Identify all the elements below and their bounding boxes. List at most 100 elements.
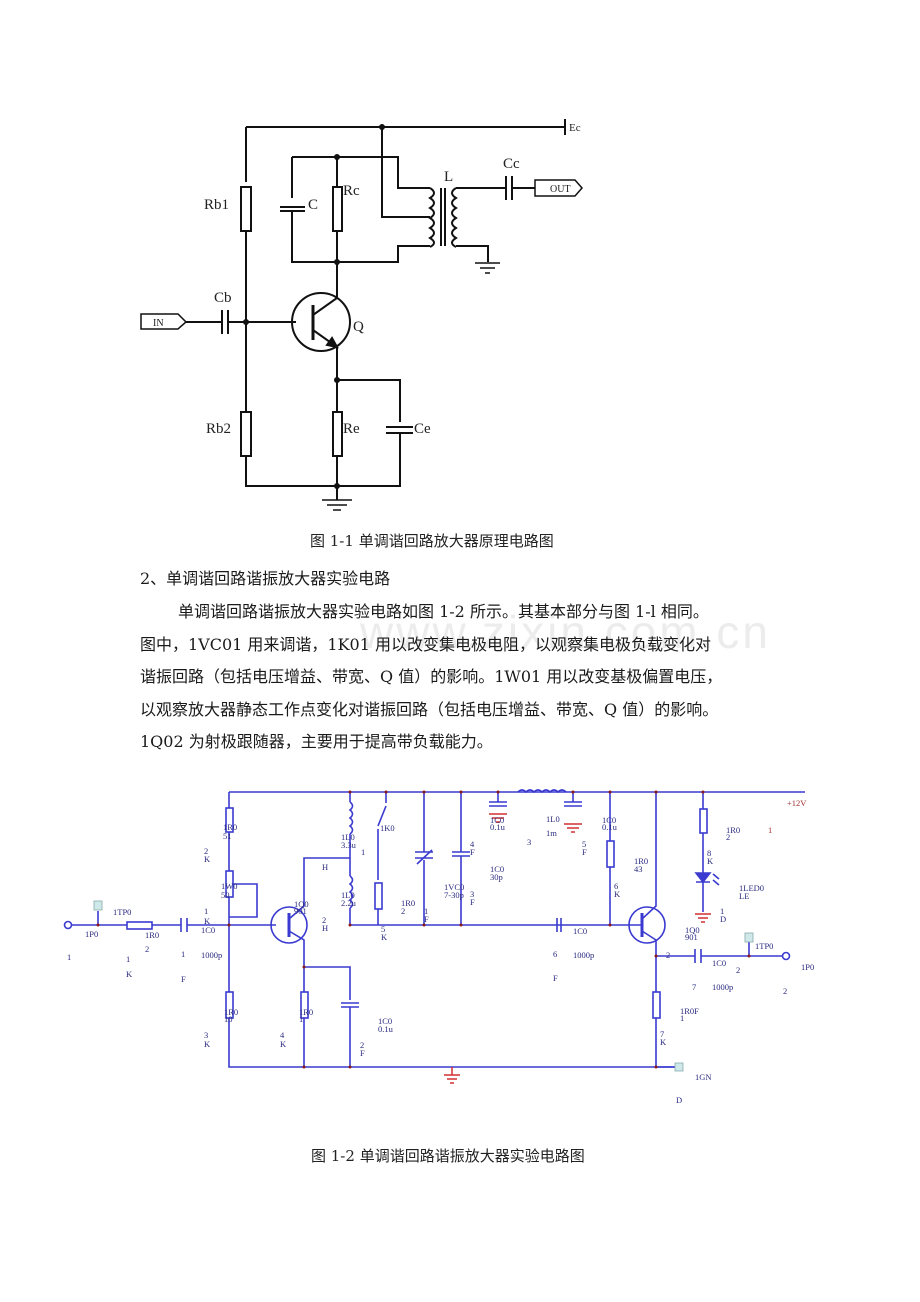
paragraph-line: 1Q02 为射极跟随器，主要用于提高带负载能力。 [140,732,493,752]
c07-pin: 2 [736,965,740,975]
q02-value: 901 [685,932,698,942]
led-ref: 1LED0 [739,883,764,893]
ground-symbol [564,823,582,833]
r-in-ref: 1R0 [145,930,159,940]
r-led-ref: 1R0 [726,825,740,835]
c-30p-unit: F [470,897,475,907]
out-port [534,179,583,197]
tp01-testpoint [93,900,103,911]
c05-unit: F [582,847,587,857]
c01-pin: 1 [181,949,185,959]
paragraph-line: 图中，1VC01 用来调谐，1K01 用以改变集电极电阻，以观察集电极负载变化对 [140,634,712,654]
c07-ref: 1C0 [712,958,726,968]
c06-unit: F [553,973,558,983]
l01-inductor [348,801,354,835]
c-e-ref: 1C0 [378,1016,392,1026]
r-led-pin2: 1 [768,825,772,835]
l02-unit: H [322,923,328,933]
c07-pin2: 7 [692,982,696,992]
l02-ref: 1L0 [341,890,355,900]
r02-resistor [374,882,383,910]
ground-symbol [489,813,507,823]
r-led-value: 2 [726,832,730,842]
vc01-ref: 1VC0 [444,882,464,892]
ce-capacitor [386,426,413,434]
l03-pin: 3 [527,837,531,847]
r43-unit: K [614,889,621,899]
p01-connector [63,920,73,930]
label-out: OUT [550,184,571,195]
l03-inductor [517,789,567,794]
r-led-unit: K [707,856,714,866]
label-rb1: Rb1 [204,197,229,213]
q02-emitter-pin: 2 [666,950,670,960]
c-01u-a-ref: 1C0 [490,815,504,825]
r01-pin: 2 [204,846,208,856]
label-rb2: Rb2 [206,421,231,437]
w01-ref: 1W0 [221,881,238,891]
label-rc: Rc [343,183,360,199]
c-01u-a-capacitor [489,801,507,807]
tp02-label: 1TP0 [755,941,773,951]
figure-1-schematic: Ec Rb1 C Rc L Cc OUT Cb IN Q Rb2 Re Ce [140,119,583,511]
c-e-pin: 2 [360,1040,364,1050]
r-in-pin: 2 [145,944,149,954]
label-cb: Cb [214,290,232,306]
paragraph-line: 谐振回路（包括电压增益、带宽、Q 值）的影响。1W01 用以改变基极偏置电压， [140,667,723,687]
r10-value: 10 [224,1014,233,1024]
c06-ref: 1C0 [573,926,587,936]
section-heading: 2、单调谐回路谐振放大器实验电路 [140,569,391,588]
led-value: LE [739,891,749,901]
c07-value: 1000p [712,982,733,992]
l02-pin: 2 [322,915,326,925]
figure-1-caption: 图 1-1 单调谐回路放大器原理电路图 [310,532,554,550]
r43-resistor [606,840,615,868]
c-01u-a-value: 0.1u [490,822,506,832]
r-e-ref: 1R0 [299,1007,313,1017]
c-30p-value: 30p [490,872,503,882]
q01-transistor [270,906,308,944]
c01-value: 1000p [201,950,222,960]
label-l: L [444,169,453,185]
p01-label: 1P0 [85,929,98,939]
led-pin: 1 [720,906,724,916]
r-in-unit: K [126,969,133,979]
c04-capacitor [452,851,470,857]
r10-pin: 3 [204,1030,208,1040]
r-e-unit: K [280,1039,287,1049]
figure-2-schematic: +12V 1R0 51 2 K 1W0 50 1 K 1TP0 1P0 1 1R… [63,789,814,1105]
tp02-testpoint [744,932,754,943]
paragraph-line: 单调谐回路谐振放大器实验电路如图 1-2 所示。其基本部分与图 1-l 相同。 [178,602,709,621]
q01-value: 901 [294,906,307,916]
l01-unit: H [322,862,328,872]
c-capacitor [280,206,305,212]
section-paragraph: 单调谐回路谐振放大器实验电路如图 1-2 所示。其基本部分与图 1-l 相同。 … [140,596,800,759]
c-e-capacitor [341,1002,359,1008]
c04-pin: 4 [470,839,475,849]
r43-ref: 1R0 [634,856,648,866]
led-unit: D [720,914,726,924]
c07-capacitor [694,949,702,963]
r02-ref: 1R0 [401,898,415,908]
c-e-value: 0.1u [378,1024,394,1034]
rf-value: 1 [680,1013,684,1023]
l03-ref: 1L0 [546,814,560,824]
r-led-resistor [699,808,708,834]
k01-label: 1K0 [380,823,395,833]
rb2-resistor [240,411,252,457]
paragraph-line: 以观察放大器静态工作点变化对谐振回路（包括电压增益、带宽、Q 值）的影响。 [140,699,719,719]
supply-label: +12V [787,798,807,808]
re-resistor [332,411,343,457]
q-transistor [291,292,351,352]
c01-ref: 1C0 [201,925,215,935]
p01-pin: 1 [67,952,71,962]
c06-pin: 6 [553,949,557,959]
label-c: C [308,197,318,213]
l03-value: 1m [546,828,557,838]
w01-unit: K [204,916,211,926]
c-e-unit: F [360,1048,365,1058]
r-in-pin2: 1 [126,954,130,964]
vc01-pin: 1 [424,906,428,916]
label-ec: Ec [569,122,581,134]
gnd-testpoint [674,1062,684,1072]
